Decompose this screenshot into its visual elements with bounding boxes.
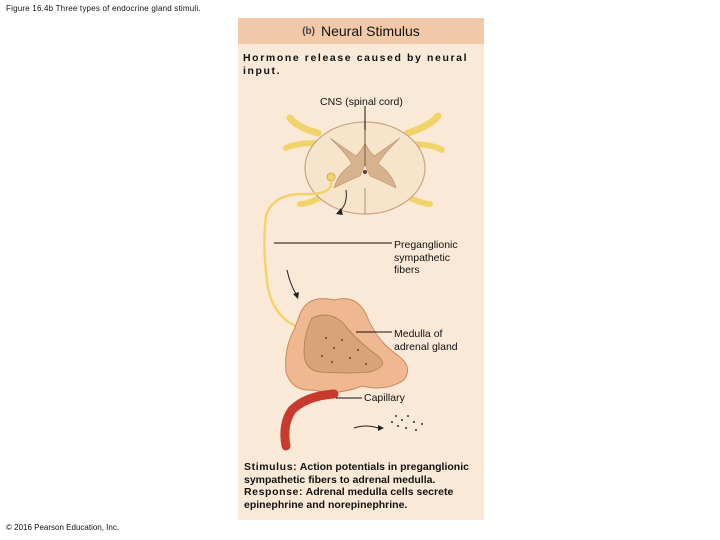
panel-title: Neural Stimulus bbox=[320, 23, 420, 39]
cns-label: CNS (spinal cord) bbox=[320, 96, 403, 108]
capillary-label: Capillary bbox=[364, 392, 405, 404]
panel-letter: (b) bbox=[302, 25, 315, 37]
neural-stimulus-panel: (b) Neural Stimulus Hormone release caus… bbox=[238, 18, 484, 520]
preganglionic-label: Preganglionic sympathetic fibers bbox=[394, 239, 458, 276]
panel-header: (b) Neural Stimulus bbox=[238, 18, 484, 44]
medulla-label: Medulla of adrenal gland bbox=[394, 328, 458, 353]
stimulus-description: Action potentials in preganglionic sympa… bbox=[244, 461, 469, 486]
stimulus-key: Stimulus: bbox=[244, 461, 298, 473]
neural-stimulus-diagram bbox=[263, 106, 445, 451]
figure-caption: Figure 16.4b Three types of endocrine gl… bbox=[6, 4, 201, 13]
adrenal-gland bbox=[285, 298, 409, 393]
copyright-notice: © 2016 Pearson Education, Inc. bbox=[6, 523, 120, 532]
capillary bbox=[280, 389, 423, 451]
stimulus-response-text: Stimulus: Action potentials in pregangli… bbox=[244, 461, 480, 511]
preganglionic-fiber bbox=[263, 172, 347, 330]
response-description: Adrenal medulla cells secrete epinephrin… bbox=[244, 486, 454, 511]
response-key: Response: bbox=[244, 486, 304, 498]
leader-lines bbox=[274, 106, 392, 399]
intro-text: Hormone release caused by neural input. bbox=[243, 52, 469, 77]
spinal-cord-cross-section bbox=[304, 121, 426, 215]
